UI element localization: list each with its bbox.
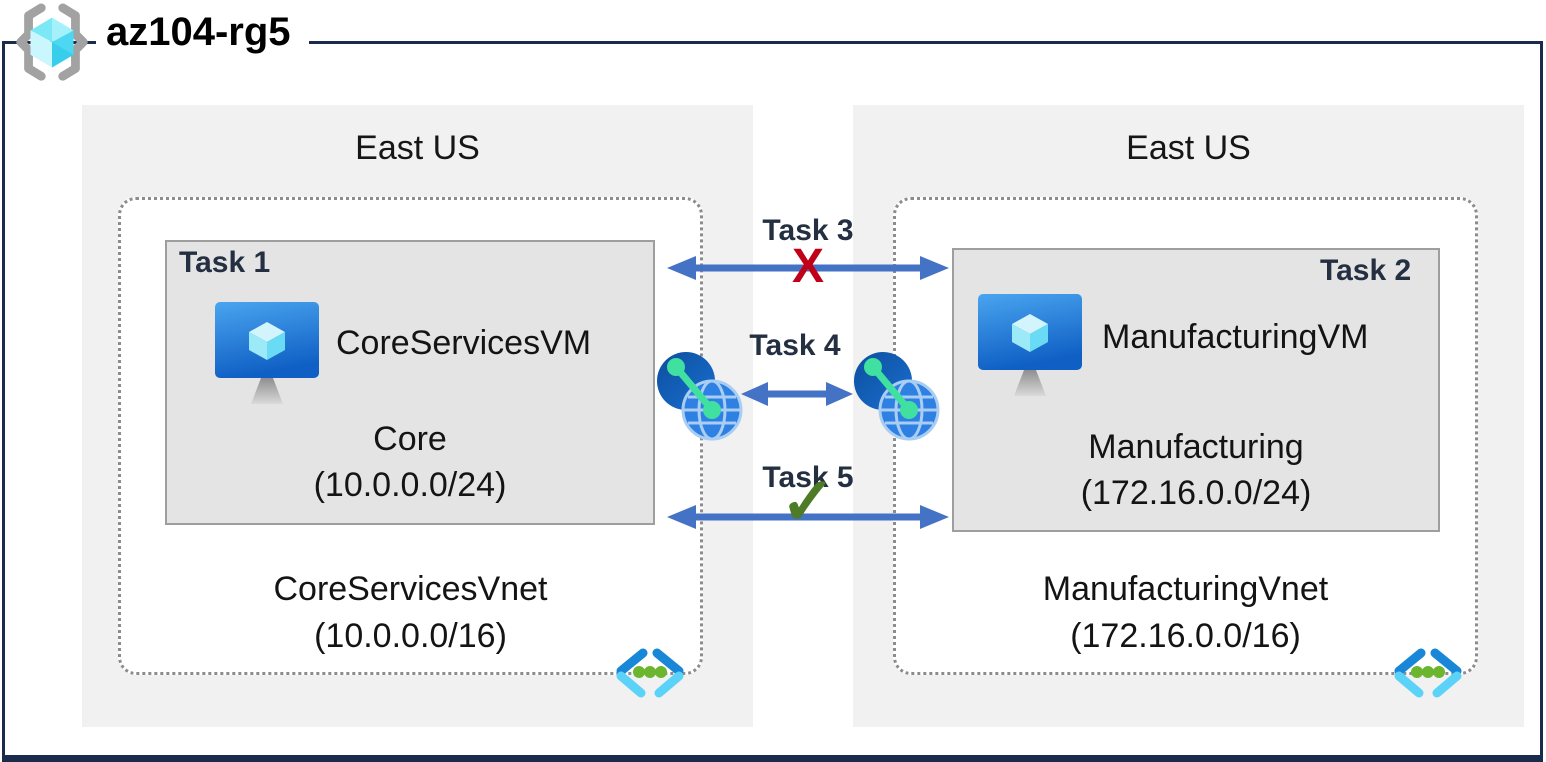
subnet-name: Core (10.0.0.0/24) [165,416,655,508]
vm-icon [976,292,1084,405]
vnet-name-text: CoreServicesVnet [273,570,548,608]
subnet-name-text: Core [373,420,447,458]
region-name-right: East US [1126,129,1251,167]
vnet-peering-icon [853,350,941,447]
task5-arrow [666,502,950,537]
resource-group-icon [8,2,96,93]
vnet-icon [611,647,689,704]
vnet-name-text: ManufacturingVnet [1042,570,1329,608]
vnet-name: CoreServicesVnet (10.0.0.0/16) [118,566,703,660]
task5-label: Task 5 [762,461,854,494]
vm-name: CoreServicesVM [336,324,592,362]
vm-icon [213,300,321,413]
region-name-left: East US [355,129,480,167]
task1-tag: Task 1 [179,246,271,279]
vnet-peering-icon [656,350,744,447]
vnet-name: ManufacturingVnet (172.16.0.0/16) [893,566,1478,660]
subnet-cidr: (10.0.0.0/24) [313,466,507,504]
task4-label: Task 4 [749,329,841,362]
allowed-check-marker: ✓ [780,464,836,538]
subnet-cidr: (172.16.0.0/24) [1080,474,1312,512]
vm-name: ManufacturingVM [1102,318,1369,356]
task4-arrow [740,379,854,414]
task2-tag: Task 2 [1320,254,1412,287]
task3-label: Task 3 [762,214,854,247]
vnet-icon [1389,647,1467,704]
subnet-name-text: Manufacturing [1088,428,1304,466]
task3-arrow [666,253,950,288]
vnet-cidr: (10.0.0.0/16) [314,617,507,655]
resource-group-title: az104-rg5 [96,6,309,61]
subnet-name: Manufacturing (172.16.0.0/24) [952,424,1440,516]
blocked-x-marker: X [791,240,824,293]
subnet-box-core [165,240,655,525]
vnet-cidr: (172.16.0.0/16) [1070,617,1301,655]
resource-group-frame [2,41,1543,762]
